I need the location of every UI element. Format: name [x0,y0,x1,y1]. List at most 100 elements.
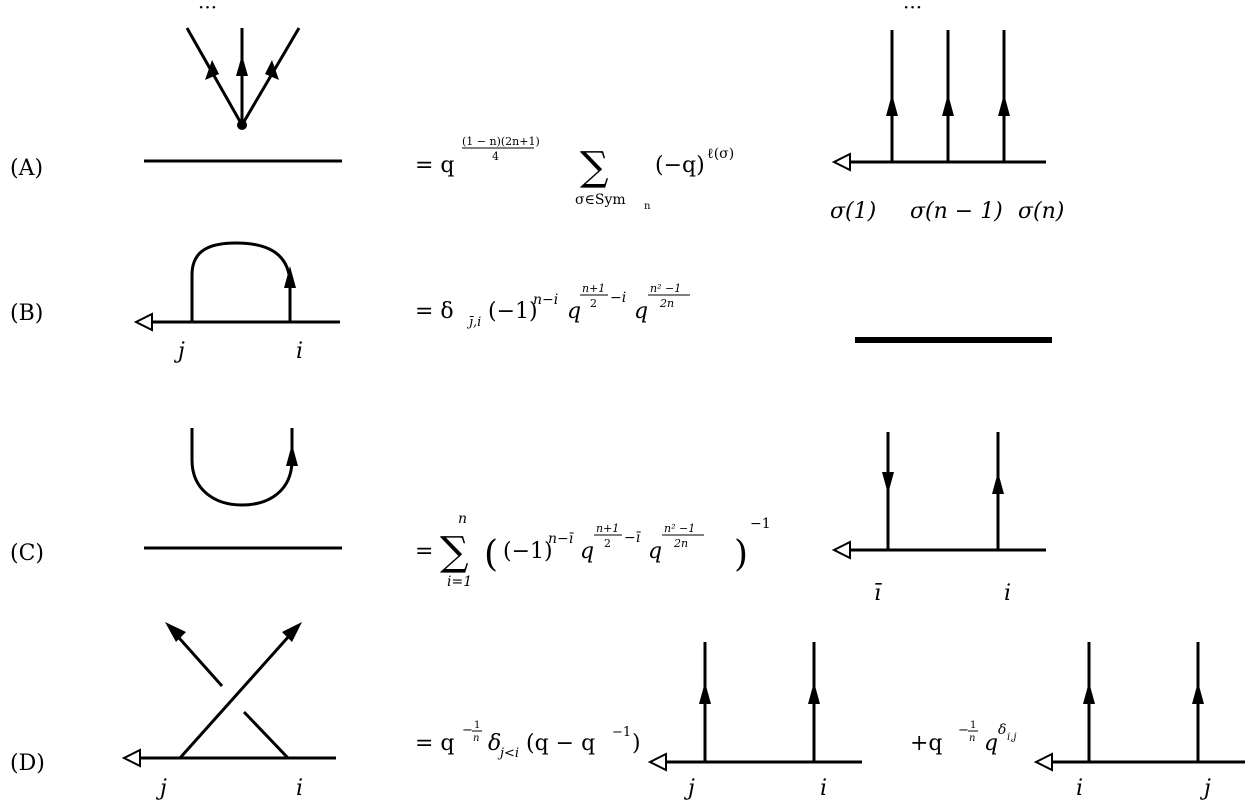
eq-a-sum-sub: σ∈Sym [575,192,626,208]
eq-c-q2-exp-den: 2n [673,537,688,550]
label-i: i [1004,581,1011,606]
eq-b-q1-exp-num: n+1 [582,282,605,295]
eq-d-delta: δ [488,731,501,756]
eq-b-q1-exp-den: 2 [590,297,597,310]
label-sigma-n: σ(n) [1018,199,1064,224]
eq-b-mid: (−1) [488,299,538,324]
strand-left [185,27,244,126]
open-arrowhead-left [133,312,153,332]
eq-d-plus-exp-num: 1 [970,720,976,731]
label-d-left-i: i [296,776,303,801]
eq-a-sum-sub-n: n [644,201,651,212]
dots-left: ··· [198,0,217,19]
eq-b-q2-exp-den: 2n [659,297,674,310]
row-d-right-diagram [1033,642,1245,772]
eq-b-mid-exp: n−i [533,292,558,308]
row-label-c: (C) [10,541,44,566]
label-d-mid-j: j [683,776,695,801]
eq-c-close: ) [734,534,748,575]
label-sigma-1: σ(1) [830,199,876,224]
arc-arrowhead [284,266,296,288]
arrowhead-middle [236,55,248,76]
eq-a-term-exp: ℓ(σ) [707,146,734,162]
eq-c-q1-exp-den: 2 [604,537,611,550]
under-strand-lower [242,710,290,760]
eq-b-q1: q [567,299,581,324]
arrowhead-1 [886,94,898,116]
eq-c-body: (−1) [503,539,553,564]
eq-a-exp-den: 4 [492,150,499,163]
vertex-dot [237,120,247,130]
arrowhead-left [205,60,219,80]
label-d-right-j: j [1199,776,1211,801]
eq-a-exp-num: (1 − n)(2n+1) [462,135,540,148]
row-a-right-diagram: ··· [831,0,1046,172]
label-sigma-n-1: σ(n − 1) [910,199,1003,224]
label-i: i [296,339,303,364]
eq-a-pre: = q [415,153,455,178]
open-arrowhead-left [831,152,851,172]
row-label-b: (B) [10,301,43,326]
eq-d-paren-close: ) [632,731,641,756]
open-arrowhead-left [1033,752,1053,772]
eq-d-q2-exp: δ [998,722,1006,738]
eq-c-q2-exp-num: n² −1 [664,522,695,535]
eq-b-pre: = δ [415,299,454,324]
under-arrowhead [165,622,186,642]
label-d-mid-i: i [820,776,827,801]
eq-d-pre: = q [415,731,455,756]
eq-c-q1-exp-num: n+1 [596,522,619,535]
strand-right [240,27,301,126]
label-d-right-i: i [1076,776,1083,801]
row-c: (C) = n ∑ i=1 ( (−1) n−ī q n+1 2 −ī q n²… [10,428,1046,606]
eq-d-q2-exp-sub: i,j [1007,732,1016,743]
equation-c: = n ∑ i=1 ( (−1) n−ī q n+1 2 −ī q n² −1 … [415,511,771,590]
row-b-left-diagram [133,241,340,332]
eq-c-sum: ∑ [440,529,469,575]
row-a-left-diagram: ··· [144,0,342,163]
eq-d-delta-sub: j<i [497,746,519,761]
arrowhead-j [699,682,711,704]
arrowhead-right [265,60,279,80]
eq-b-q2: q [634,299,648,324]
open-arrowhead-left [121,748,141,768]
eq-d-exp-num: 1 [474,720,480,731]
arrowhead-2 [942,94,954,116]
label-i-bar: ī [874,581,882,606]
eq-c-q2: q [648,539,662,564]
arrowhead-j [1192,682,1204,704]
row-label-d: (D) [10,751,45,776]
cup-arrowhead [286,444,298,466]
row-d-mid-diagram [647,642,862,772]
open-arrowhead-left [647,752,667,772]
row-c-left-diagram [144,428,342,550]
eq-d-paren-exp: −1 [612,725,631,740]
eq-d-plus-exp-den: n [969,733,975,744]
eq-c-q1-exp-tail: −ī [624,530,642,546]
equation-a: = q (1 − n)(2n+1) 4 ∑ σ∈Sym n (−q) ℓ(σ) [415,135,734,212]
row-c-right-diagram [831,432,1046,560]
eq-c-pre: = [415,539,433,564]
over-strand [178,625,300,759]
eq-a-term: (−q) [655,153,705,178]
eq-d-plus: +q [910,731,943,756]
eq-b-q2-exp-num: n² −1 [650,282,681,295]
row-b: (B) j i = δ j̄,i (−1) n−i q n+1 2 −i q n… [10,241,1052,364]
equation-d: = q − 1 n δ j<i (q − q −1 ) +q − 1 n q δ… [415,720,1016,761]
eq-c-body-exp: n−ī [548,531,575,547]
cap-arc [190,241,292,322]
eq-c-open: ( [484,534,498,575]
equation-b: = δ j̄,i (−1) n−i q n+1 2 −i q n² −1 2n [415,282,690,330]
eq-d-paren: (q − q [526,731,595,756]
eq-a-sum: ∑ [580,144,609,190]
label-j: j [173,339,185,364]
arrowhead-3 [998,94,1010,116]
open-arrowhead-left [831,540,851,560]
dots-right: ··· [903,0,922,19]
cup-arc [190,428,294,507]
eq-d-exp-den: n [473,733,479,744]
label-d-left-j: j [155,776,167,801]
eq-d-plus-exp-sign: − [958,723,969,738]
row-d-left-diagram [121,622,336,768]
